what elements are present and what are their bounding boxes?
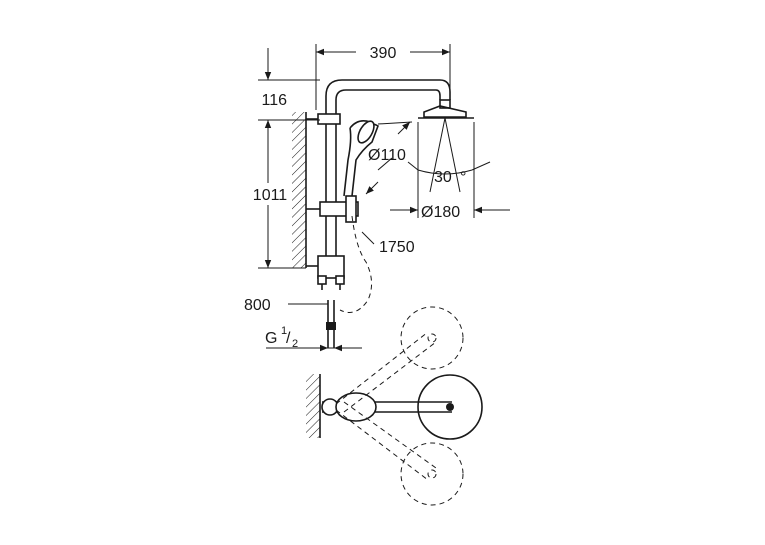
dimension-110-label: Ø110 bbox=[368, 147, 406, 164]
dimension-116-label: 116 bbox=[261, 92, 287, 109]
thread-numerator: 1 bbox=[281, 325, 287, 337]
height-800-label: 800 bbox=[244, 297, 271, 314]
plan-swivel-top bbox=[335, 306, 464, 413]
thread-denominator: 2 bbox=[292, 338, 298, 350]
plan-arm bbox=[321, 392, 452, 422]
dimension-390: 390 bbox=[315, 40, 451, 110]
shower-hose bbox=[339, 215, 372, 313]
supply-connectors bbox=[326, 300, 336, 348]
hose-1750-label: 1750 bbox=[379, 239, 415, 256]
dimension-spray-angle: 30 ° bbox=[407, 117, 491, 193]
thread-spec: G 1 / 2 bbox=[265, 325, 362, 352]
diverter-thermostat bbox=[306, 255, 345, 290]
dimension-1011: 1011 bbox=[244, 119, 320, 269]
hand-shower bbox=[343, 120, 379, 197]
dimension-800: 800 bbox=[244, 297, 328, 314]
dimension-1011-label: 1011 bbox=[253, 187, 288, 204]
dimension-180-label: Ø180 bbox=[421, 204, 460, 221]
riser-pipe bbox=[325, 79, 451, 258]
thread-slash: / bbox=[286, 330, 291, 347]
head-shower bbox=[418, 99, 474, 119]
dimension-diameter-110: Ø110 bbox=[365, 121, 413, 195]
wall-elevation bbox=[292, 112, 307, 268]
dimension-116: 116 bbox=[258, 48, 320, 109]
slider-holder bbox=[306, 195, 359, 223]
angle-degree-label: ° bbox=[460, 169, 466, 186]
angle-30-label: 30 bbox=[434, 169, 452, 186]
upper-wall-bracket bbox=[306, 113, 341, 125]
wall-plan bbox=[306, 374, 321, 438]
plan-head-shower bbox=[417, 374, 483, 440]
plan-swivel-bottom bbox=[335, 401, 464, 506]
thread-prefix: G bbox=[265, 330, 277, 347]
dimension-diameter-180: Ø180 bbox=[390, 122, 510, 221]
dimension-1750: 1750 bbox=[361, 231, 415, 256]
dimension-390-label: 390 bbox=[370, 45, 397, 62]
